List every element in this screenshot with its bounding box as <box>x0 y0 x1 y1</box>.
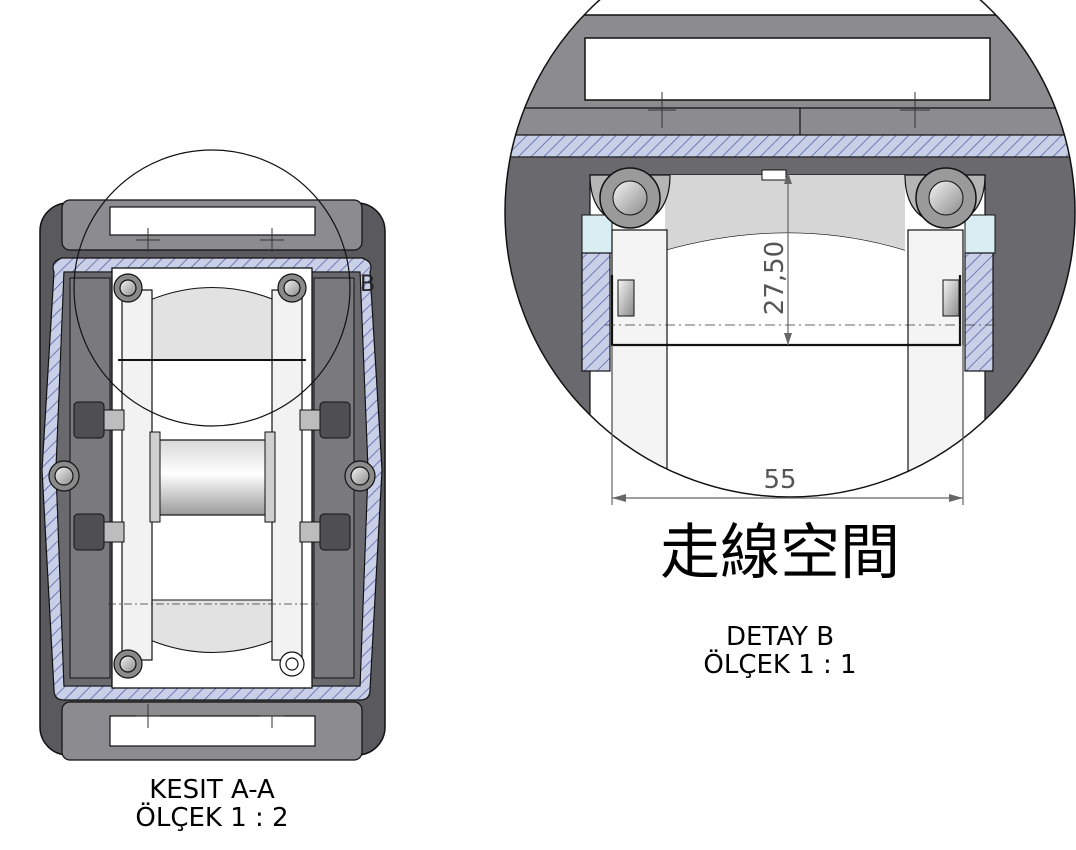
dimension-width-lines <box>611 345 964 505</box>
detail-view-b <box>504 0 1076 505</box>
section-view-caption: KESIT A-A ÖLÇEK 1 : 2 <box>82 776 342 832</box>
detail-arc-fill <box>665 175 905 250</box>
upper-arc-window <box>149 287 276 361</box>
detail-top-slot <box>584 37 991 101</box>
section-view-scale: ÖLÇEK 1 : 2 <box>135 803 289 833</box>
cable-space-callout: 走線空間 <box>660 518 900 588</box>
section-view-title: KESIT A-A <box>149 775 275 805</box>
detail-view-scale: ÖLÇEK 1 : 1 <box>703 650 857 680</box>
dimension-height-value: 27,50 <box>760 240 790 316</box>
lower-arc-window <box>149 599 276 653</box>
detail-right-block <box>964 214 996 254</box>
left-bosses <box>73 401 125 551</box>
detail-circle-b <box>73 149 351 427</box>
detail-view-caption: DETAY B ÖLÇEK 1 : 1 <box>650 623 910 679</box>
top-cap-slot <box>109 206 316 236</box>
detail-border <box>504 0 1076 498</box>
detail-right-plate <box>964 252 994 372</box>
detail-left-block <box>581 214 613 254</box>
screw-heads <box>48 273 376 679</box>
cylinder-flange-right <box>264 431 276 523</box>
cap-center-marks <box>136 228 284 728</box>
bottom-cap-slot <box>109 715 316 747</box>
section-view-a-a <box>39 149 386 761</box>
dimension-height-lines <box>784 172 792 345</box>
right-plate <box>271 289 303 661</box>
left-plate <box>121 289 153 661</box>
center-cylinder <box>154 439 271 516</box>
detail-view-title: DETAY B <box>725 622 835 652</box>
cable-space-u <box>610 275 962 347</box>
detail-left-plate <box>581 252 611 372</box>
detail-left-rail <box>611 229 668 497</box>
detail-right-rail <box>907 229 964 497</box>
detail-marker-letter: B <box>360 272 376 297</box>
cylinder-flange-left <box>149 431 161 523</box>
right-bosses <box>299 401 351 551</box>
detail-hatch-band <box>505 134 1075 158</box>
dimension-width-value: 55 <box>763 465 797 495</box>
